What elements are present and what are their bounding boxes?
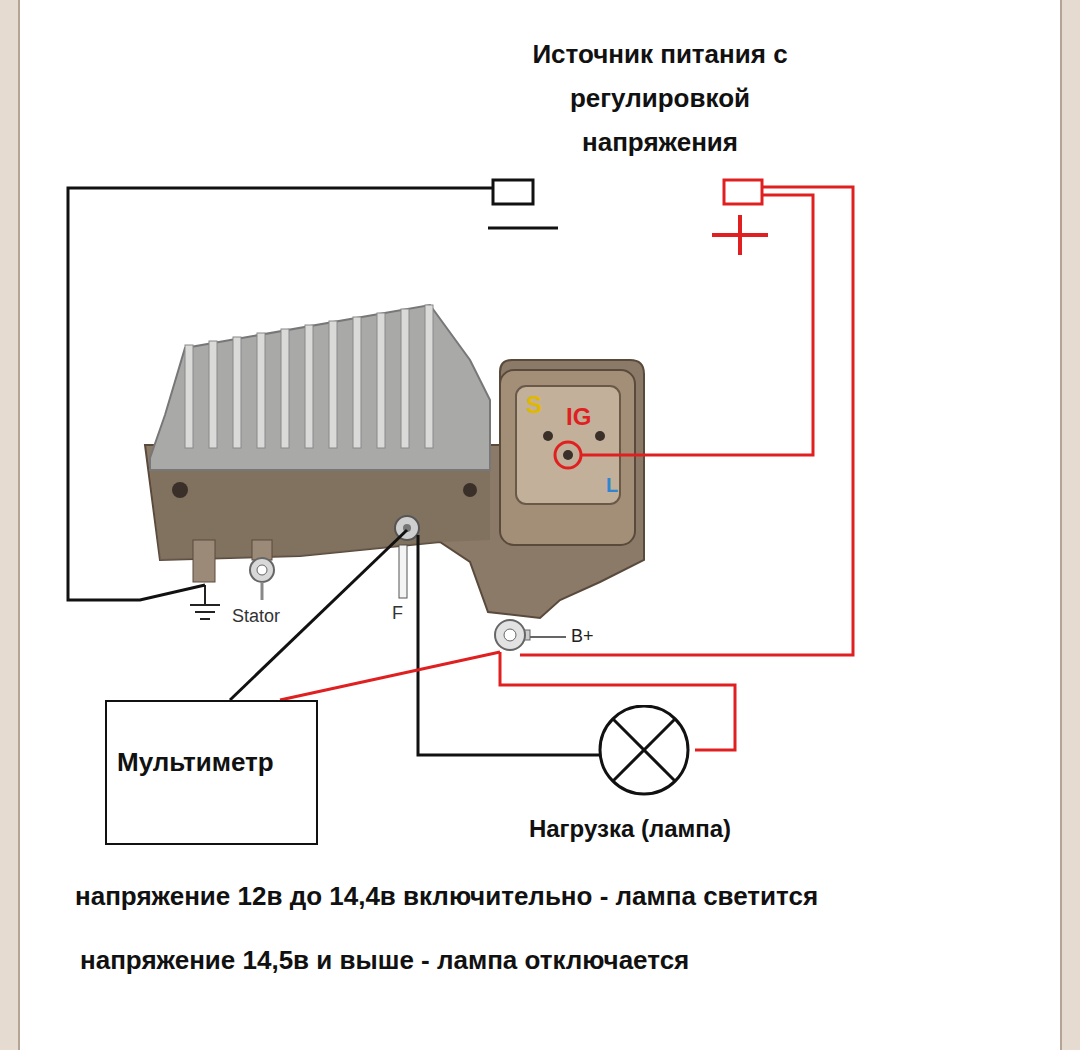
heatsink <box>150 305 490 498</box>
multimeter-box: Мультиметр <box>105 700 318 845</box>
terminal-name: B+ <box>571 626 594 647</box>
lamp-load: Нагрузка (лампа) <box>479 705 781 847</box>
black-wires <box>68 188 605 755</box>
note-text: напряжение 14,5в и выше - лампа отключае… <box>80 946 689 976</box>
supply-terminals <box>488 180 768 255</box>
lamp-cross <box>613 719 675 781</box>
box-label: Мультиметр <box>117 747 306 778</box>
pin-name: IG <box>566 403 591 431</box>
pin-name: S <box>526 391 542 419</box>
stator-terminal <box>250 540 274 600</box>
pin-name: L <box>606 474 618 497</box>
red-wires <box>280 187 853 750</box>
lamp-cross <box>613 719 675 781</box>
terminal-name: F <box>392 603 403 624</box>
connector-housing <box>500 370 635 545</box>
battery-terminal <box>495 620 566 650</box>
title: Источник питания с регулировкой напряжен… <box>505 32 815 164</box>
lamp-circle <box>600 706 688 794</box>
load-label: Нагрузка (лампа) <box>479 815 781 843</box>
field-terminal <box>395 516 419 598</box>
ground-terminal <box>190 540 220 619</box>
terminal-name: Stator <box>232 606 280 627</box>
note-text: напряжение 12в до 14,4в включительно - л… <box>75 882 818 912</box>
